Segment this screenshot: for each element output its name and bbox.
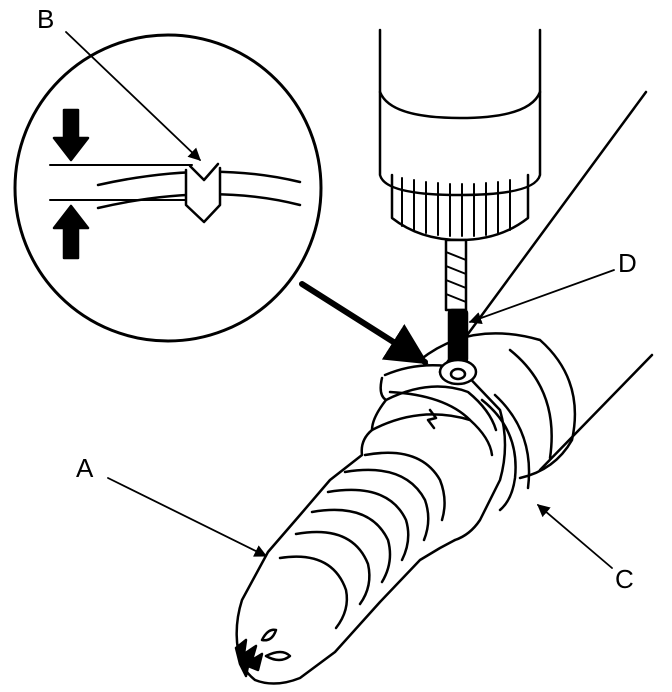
nozzle-body xyxy=(235,363,507,685)
drill-body xyxy=(378,28,542,197)
dim-arrow-up xyxy=(52,204,90,260)
cone-ring-1 xyxy=(363,451,446,522)
nozzle-ring-1 xyxy=(384,385,498,432)
detail-groove xyxy=(184,166,222,224)
cone-ring-2 xyxy=(343,468,430,542)
collar-outer xyxy=(418,332,577,480)
callout-a: A xyxy=(76,453,94,483)
nozzle-tip xyxy=(234,628,292,678)
collar-groove-2 xyxy=(493,393,531,490)
crack-mark xyxy=(426,408,438,430)
leader-a xyxy=(107,477,268,557)
callout-b: B xyxy=(37,4,55,34)
cone-ring-6 xyxy=(278,555,349,630)
drill xyxy=(378,28,542,386)
bit-flutes xyxy=(445,251,467,303)
leader-c xyxy=(537,504,613,569)
tip-petal-2 xyxy=(264,650,292,662)
detail-circle xyxy=(13,33,323,343)
bit-tip xyxy=(447,308,469,364)
leader-d xyxy=(468,269,615,325)
nozzle-ring-2 xyxy=(370,413,494,457)
tip-tear xyxy=(234,638,264,678)
collar-inner xyxy=(508,348,553,460)
cone-ring-4 xyxy=(310,508,392,584)
cone-ring-5 xyxy=(294,530,371,606)
drill-hole xyxy=(438,358,478,386)
shaft-top-edge xyxy=(438,90,648,374)
leader-lines xyxy=(65,31,615,569)
detail-pointer-arrow xyxy=(299,281,429,365)
drill-chuck xyxy=(390,173,530,242)
leader-b xyxy=(65,31,201,161)
detail-view xyxy=(13,33,323,343)
callout-d: D xyxy=(618,248,637,278)
drill-band xyxy=(378,90,542,120)
cone-rings xyxy=(278,451,446,630)
drill-hole-inner xyxy=(449,367,467,381)
dim-arrow-down xyxy=(52,108,90,162)
nozzle-outline xyxy=(235,376,457,685)
cone-ring-3 xyxy=(326,488,410,562)
detail-groove-v xyxy=(188,162,220,182)
tip-petal-1 xyxy=(260,628,278,642)
chuck-knurl xyxy=(401,177,511,237)
collar xyxy=(418,332,577,512)
callout-c: C xyxy=(615,564,634,594)
drill-bit xyxy=(444,238,468,312)
shaft xyxy=(438,90,654,472)
collar-groove xyxy=(480,398,517,512)
shaft-bottom-edge xyxy=(538,353,654,472)
nozzle-shoulder-right xyxy=(383,363,507,542)
nozzle-ring-3 xyxy=(388,390,472,422)
